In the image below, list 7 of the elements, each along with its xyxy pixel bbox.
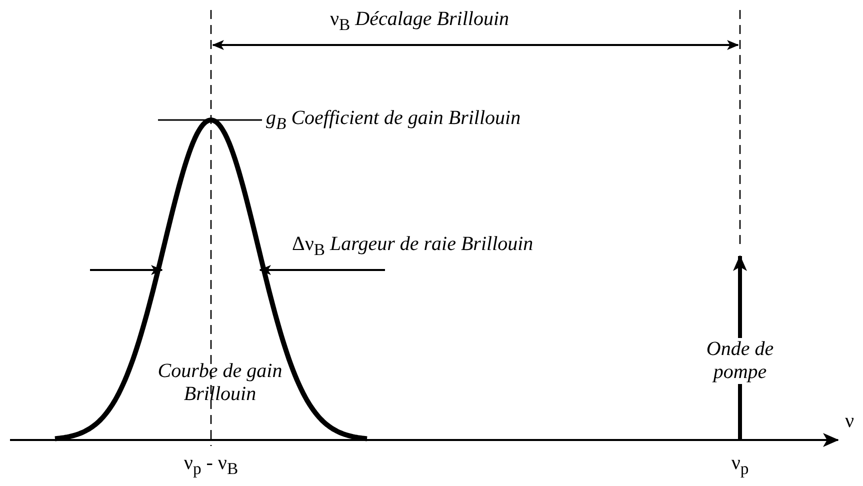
- linewidth-label: Δν$_{B}$ Largeur de raie Brillouin: [292, 233, 534, 260]
- tick-label: ν$_{p}$ - ν$_{B}$: [184, 452, 238, 478]
- tick-label: ν$_{p}$: [731, 452, 749, 478]
- dimension-label: ν$_{B}$ Décalage Brillouin: [330, 8, 510, 34]
- curve-label: Courbe de gain Brillouin: [156, 360, 284, 406]
- axis-label: ν: [845, 410, 854, 433]
- peak-label: g$_{B}$ Coefficient de gain Brillouin: [266, 107, 521, 134]
